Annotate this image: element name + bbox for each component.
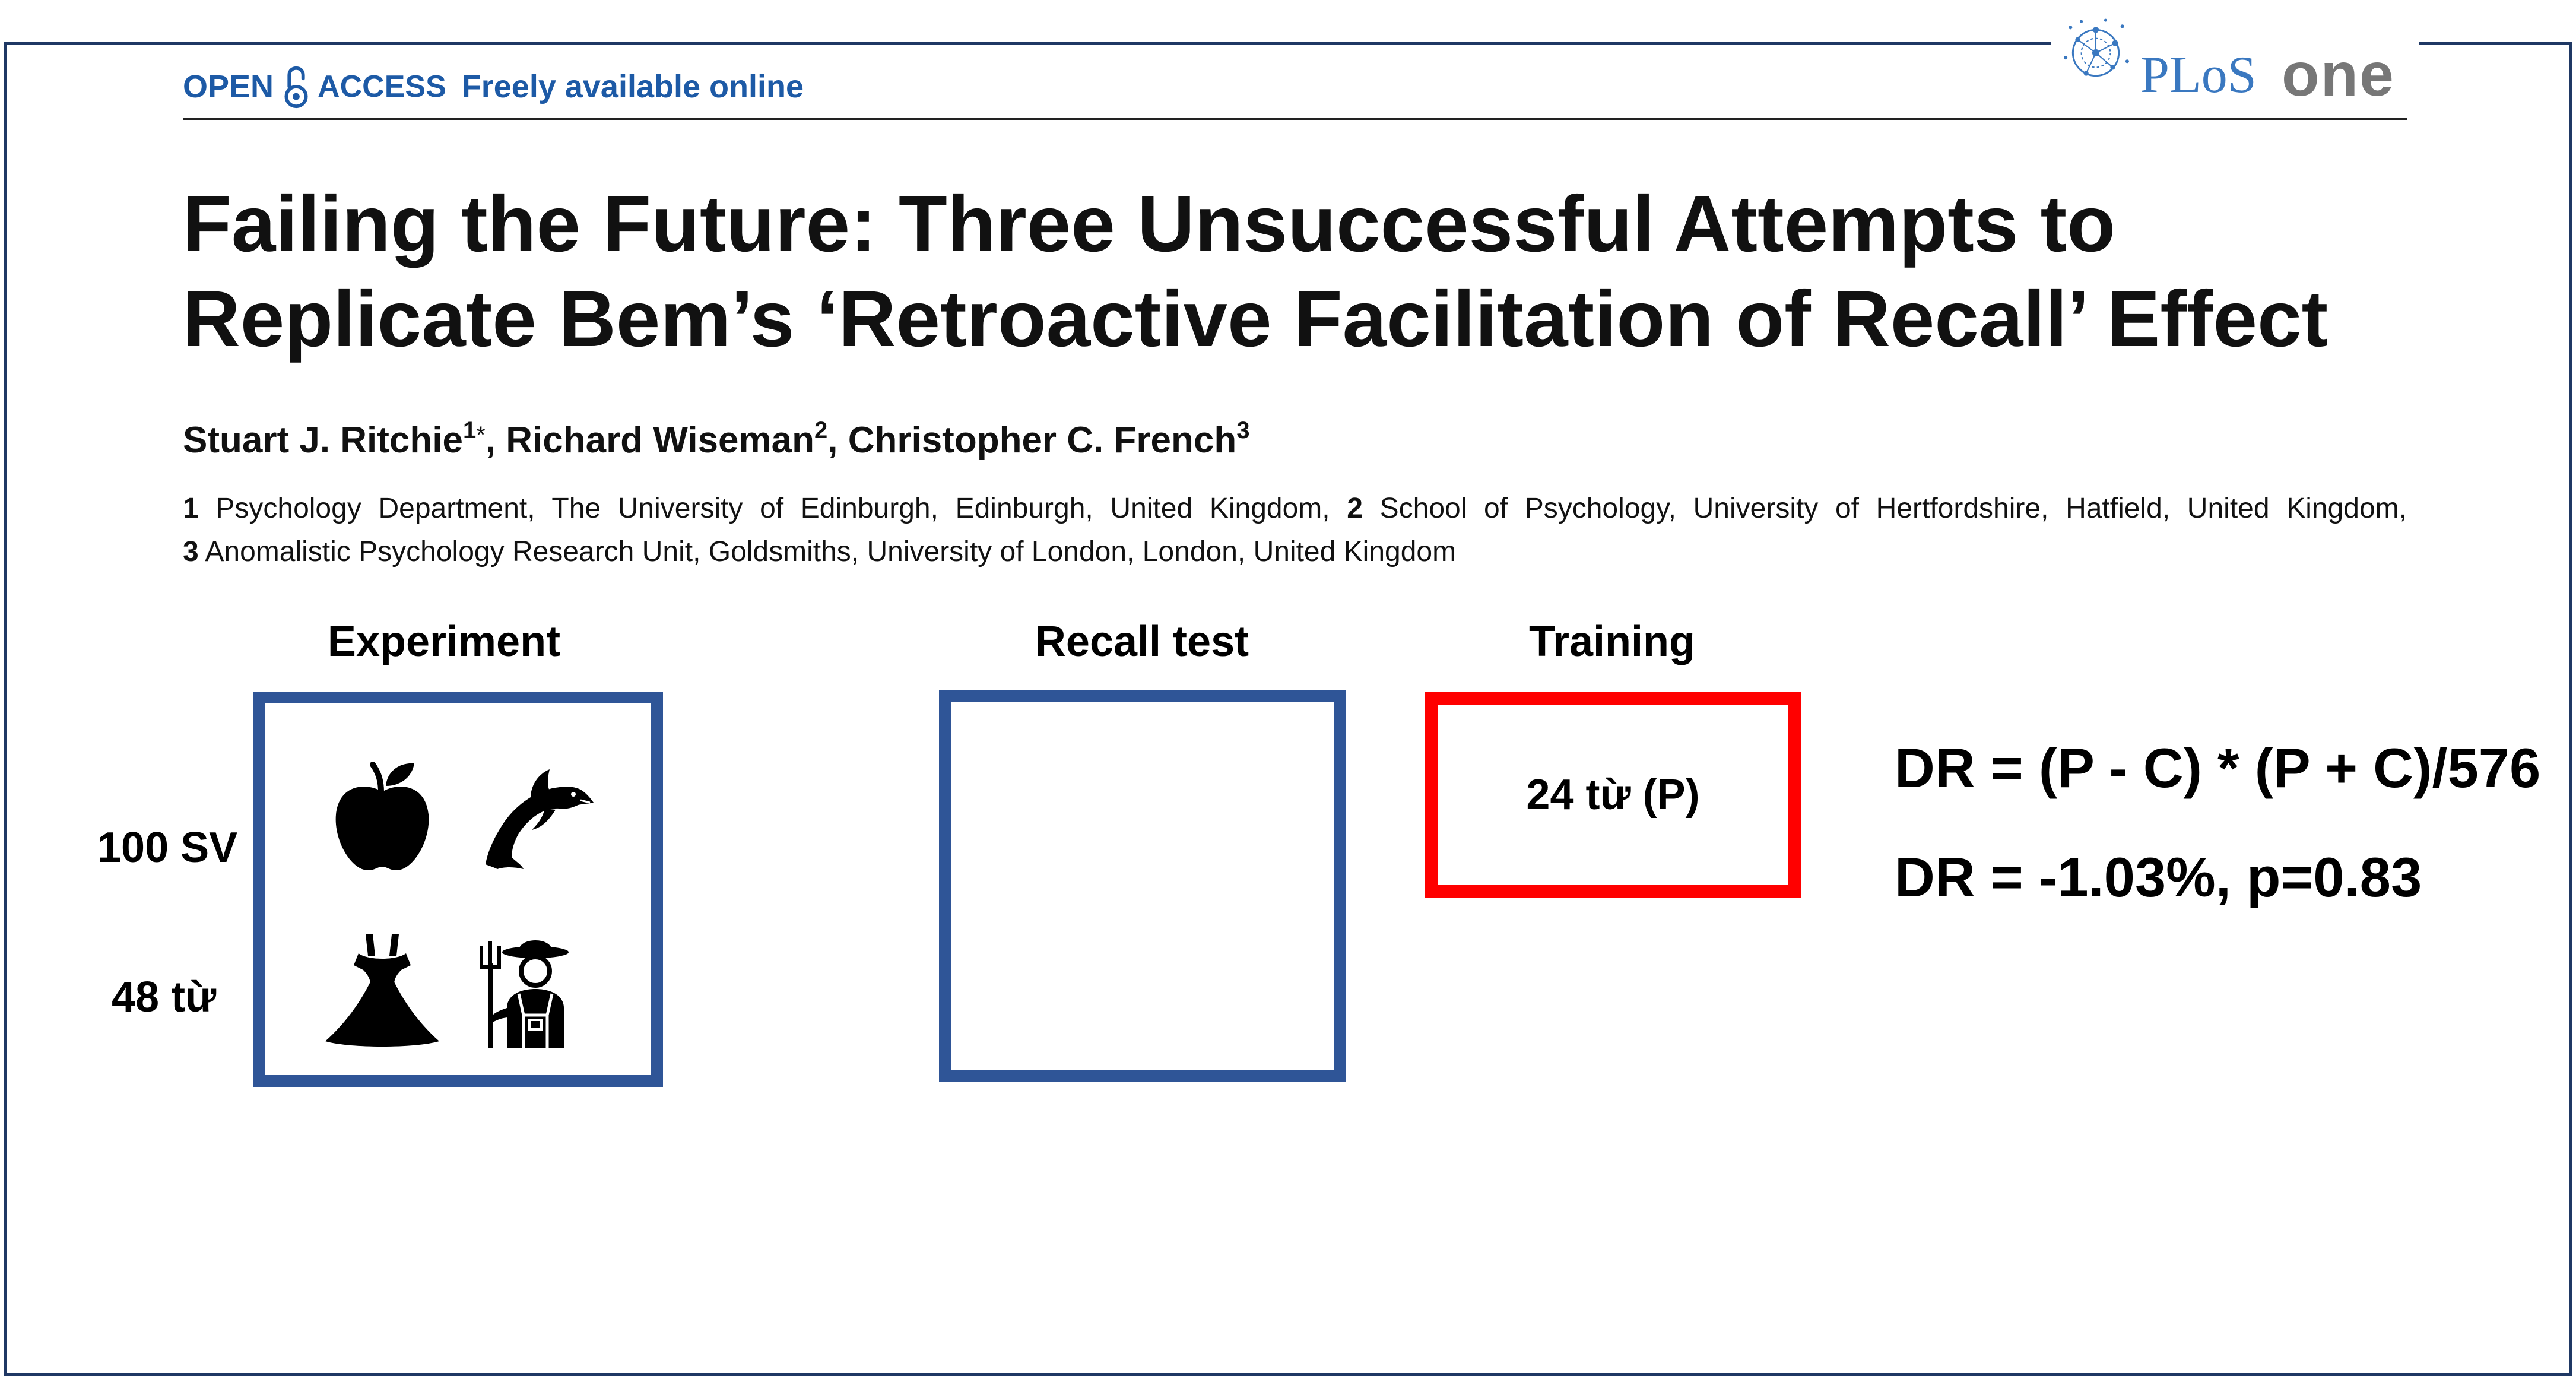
dr-formula: DR = (P - C) * (P + C)/576 <box>1895 737 2541 799</box>
author-affiliation-mark: 2 <box>814 417 828 443</box>
author-separator: , <box>827 420 848 461</box>
paper-title: Failing the Future: Three Unsuccessful A… <box>183 177 2328 367</box>
corresponding-author-mark: * <box>476 422 486 448</box>
open-access-lock-icon <box>284 66 308 109</box>
slide-frame <box>4 42 2572 1376</box>
affiliation-number: 1 <box>183 493 199 524</box>
recall-test-label: Recall test <box>1035 618 1249 665</box>
author-name: Stuart J. Ritchie <box>183 420 463 461</box>
farmer-icon <box>476 930 595 1048</box>
affiliation-number: 2 <box>1347 493 1363 524</box>
word-count: 48 từ <box>112 974 217 1021</box>
header-rule <box>183 118 2407 120</box>
title-line-1: Failing the Future: Three Unsuccessful A… <box>183 180 2116 268</box>
plos-globe-icon <box>2064 18 2129 77</box>
training-box: 24 từ (P) <box>1425 692 1801 898</box>
availability-tagline: Freely available online <box>461 69 804 104</box>
affiliation-number: 3 <box>183 536 199 568</box>
training-label: Training <box>1528 618 1696 665</box>
logo-one-text: one <box>2282 40 2395 109</box>
training-word-count: 24 từ (P) <box>1526 771 1700 819</box>
experiment-box <box>253 692 663 1087</box>
affiliation-text: Psychology Department, The University of… <box>215 493 1330 524</box>
journal-logo: PLoS one <box>2051 11 2419 109</box>
author-separator: , <box>485 420 506 461</box>
open-access-banner: OPEN ACCESS Freely available online <box>183 63 804 110</box>
affiliation-text: Anomalistic Psychology Research Unit, Go… <box>205 536 1457 568</box>
dolphin-icon <box>476 750 595 869</box>
participants-count: 100 SV <box>97 824 238 871</box>
logo-plos-text: PLoS <box>2140 46 2257 104</box>
dr-result: DR = -1.03%, p=0.83 <box>1895 846 2422 908</box>
recall-test-box <box>939 690 1346 1082</box>
author-name: Christopher C. French <box>848 420 1237 461</box>
dress-icon <box>323 930 442 1048</box>
experiment-label: Experiment <box>327 618 561 665</box>
author-affiliation-mark: 1 <box>463 417 477 443</box>
access-label: ACCESS <box>318 69 446 104</box>
open-label: OPEN <box>183 69 274 104</box>
author-name: Richard Wiseman <box>506 420 814 461</box>
apple-icon <box>323 755 442 874</box>
affiliation-text: School of Psychology, University of Hert… <box>1379 493 2407 524</box>
affiliations-line-2: 3 Anomalistic Psychology Research Unit, … <box>183 533 2407 571</box>
title-line-2: Replicate Bem’s ‘Retroactive Facilitatio… <box>183 275 2328 363</box>
author-list: Stuart J. Ritchie1*, Richard Wiseman2, C… <box>183 416 1249 470</box>
author-affiliation-mark: 3 <box>1236 417 1250 443</box>
affiliations-line-1: 1 Psychology Department, The University … <box>183 490 2407 528</box>
